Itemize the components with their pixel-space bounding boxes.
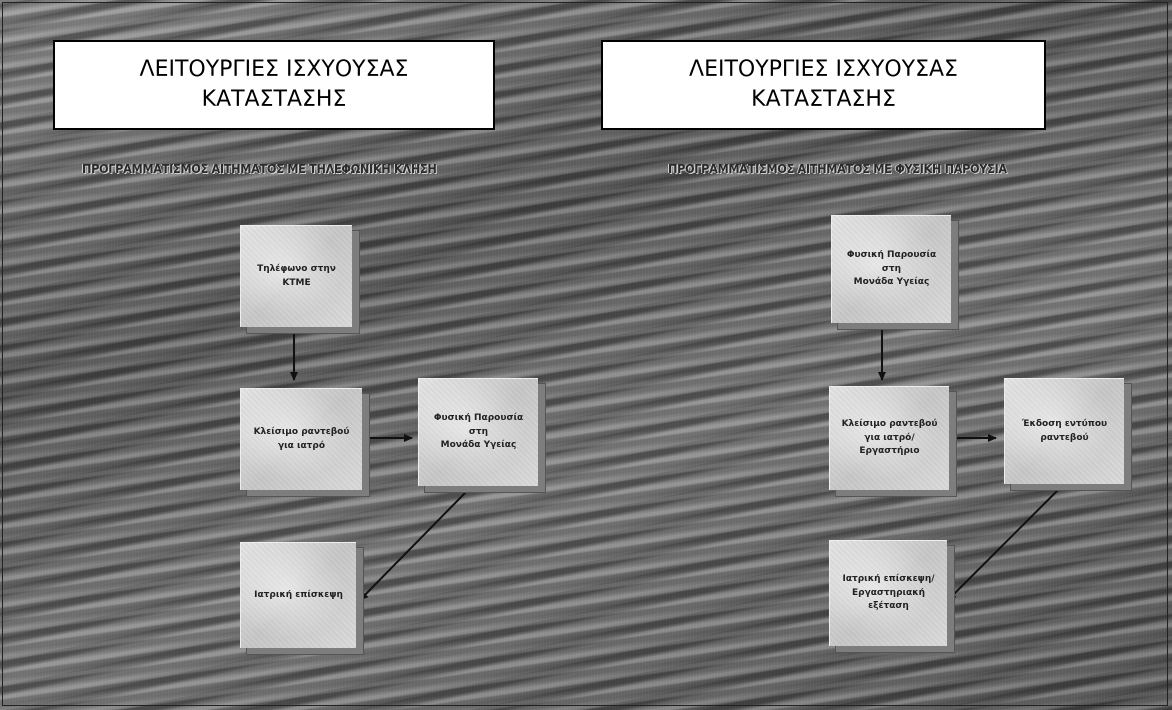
right-box-appointment-ticket: Έκδοση εντύπου ραντεβού (1004, 378, 1124, 484)
right-title-box: ΛΕΙΤΟΥΡΓΙΕΣ ΙΣΧΥΟΥΣΑΣ ΚΑΤΑΣΤΑΣΗΣ (601, 40, 1046, 130)
right-box-medical-visit-lab: Ιατρική επίσκεψη/ Εργαστηριακή εξέταση (829, 540, 947, 646)
left-box-presence-line1: Φυσική Παρουσία (433, 413, 524, 424)
right-title-line1: ΛΕΙΤΟΥΡΓΙΕΣ ΙΣΧΥΟΥΣΑΣ (689, 57, 958, 83)
left-box-phone-call-line1: Τηλέφωνο στην (257, 264, 336, 274)
left-title-line1: ΛΕΙΤΟΥΡΓΙΕΣ ΙΣΧΥΟΥΣΑΣ (139, 57, 409, 83)
right-box-presence-line2: στη (881, 263, 902, 274)
left-box-phone-call-line2: ΚΤΜΕ (282, 277, 311, 288)
left-title-line2: ΚΑΤΑΣΤΑΣΗΣ (201, 87, 347, 112)
left-arrow-presence-to-visit (359, 491, 467, 601)
right-box-ticket-line2: ραντεβού (1040, 432, 1089, 443)
left-box-book-line2: για ιατρό (277, 440, 325, 451)
left-box-book-line1: Κλείσιμο ραντεβού (253, 427, 350, 437)
left-box-presence-line2: στη (468, 426, 489, 437)
right-box-book-appointment: Κλείσιμο ραντεβού για ιατρό/ Εργαστήριο (829, 386, 949, 490)
left-box-medical-visit: Ιατρική επίσκεψη (240, 542, 356, 648)
left-box-physical-presence: Φυσική Παρουσία στη Μονάδα Υγείας (418, 378, 538, 486)
right-box-physical-presence: Φυσική Παρουσία στη Μονάδα Υγείας (831, 215, 951, 323)
right-box-presence-line3: Μονάδα Υγείας (853, 277, 930, 288)
right-box-visit-line3: εξέταση (868, 601, 909, 612)
right-box-visit-line1: Ιατρική επίσκεψη/ (842, 574, 935, 585)
right-title-line2: ΚΑΤΑΣΤΑΣΗΣ (751, 87, 896, 112)
right-subtitle: ΠΡΟΓΡΑΜΜΑΤΙΣΜΟΣ ΑΙΤΗΜΑΤΟΣ ΜΕ ΦΥΣΙΚΗ ΠΑΡΟ… (668, 161, 1007, 176)
left-subtitle: ΠΡΟΓΡΑΜΜΑΤΙΣΜΟΣ ΑΙΤΗΜΑΤΟΣ ΜΕ ΤΗΛΕΦΩΝΙΚΗ … (82, 161, 437, 176)
left-box-book-appointment: Κλείσιμο ραντεβού για ιατρό (240, 388, 362, 490)
right-box-ticket-line1: Έκδοση εντύπου (1021, 419, 1108, 429)
right-box-book-line1: Κλείσιμο ραντεβού (841, 419, 938, 430)
left-box-visit-line1: Ιατρική επίσκεψη (254, 589, 343, 600)
right-arrow-ticket-to-visit (947, 487, 1061, 601)
right-box-presence-line1: Φυσική Παρουσία (846, 250, 937, 261)
right-box-book-line2: για ιατρό/ Εργαστήριο (859, 432, 920, 457)
left-box-phone-call: Τηλέφωνο στην ΚΤΜΕ (240, 225, 352, 327)
left-box-presence-line3: Μονάδα Υγείας (440, 440, 517, 451)
left-title-box: ΛΕΙΤΟΥΡΓΙΕΣ ΙΣΧΥΟΥΣΑΣ ΚΑΤΑΣΤΑΣΗΣ (53, 40, 495, 130)
right-box-visit-line2: Εργαστηριακή (852, 587, 925, 598)
